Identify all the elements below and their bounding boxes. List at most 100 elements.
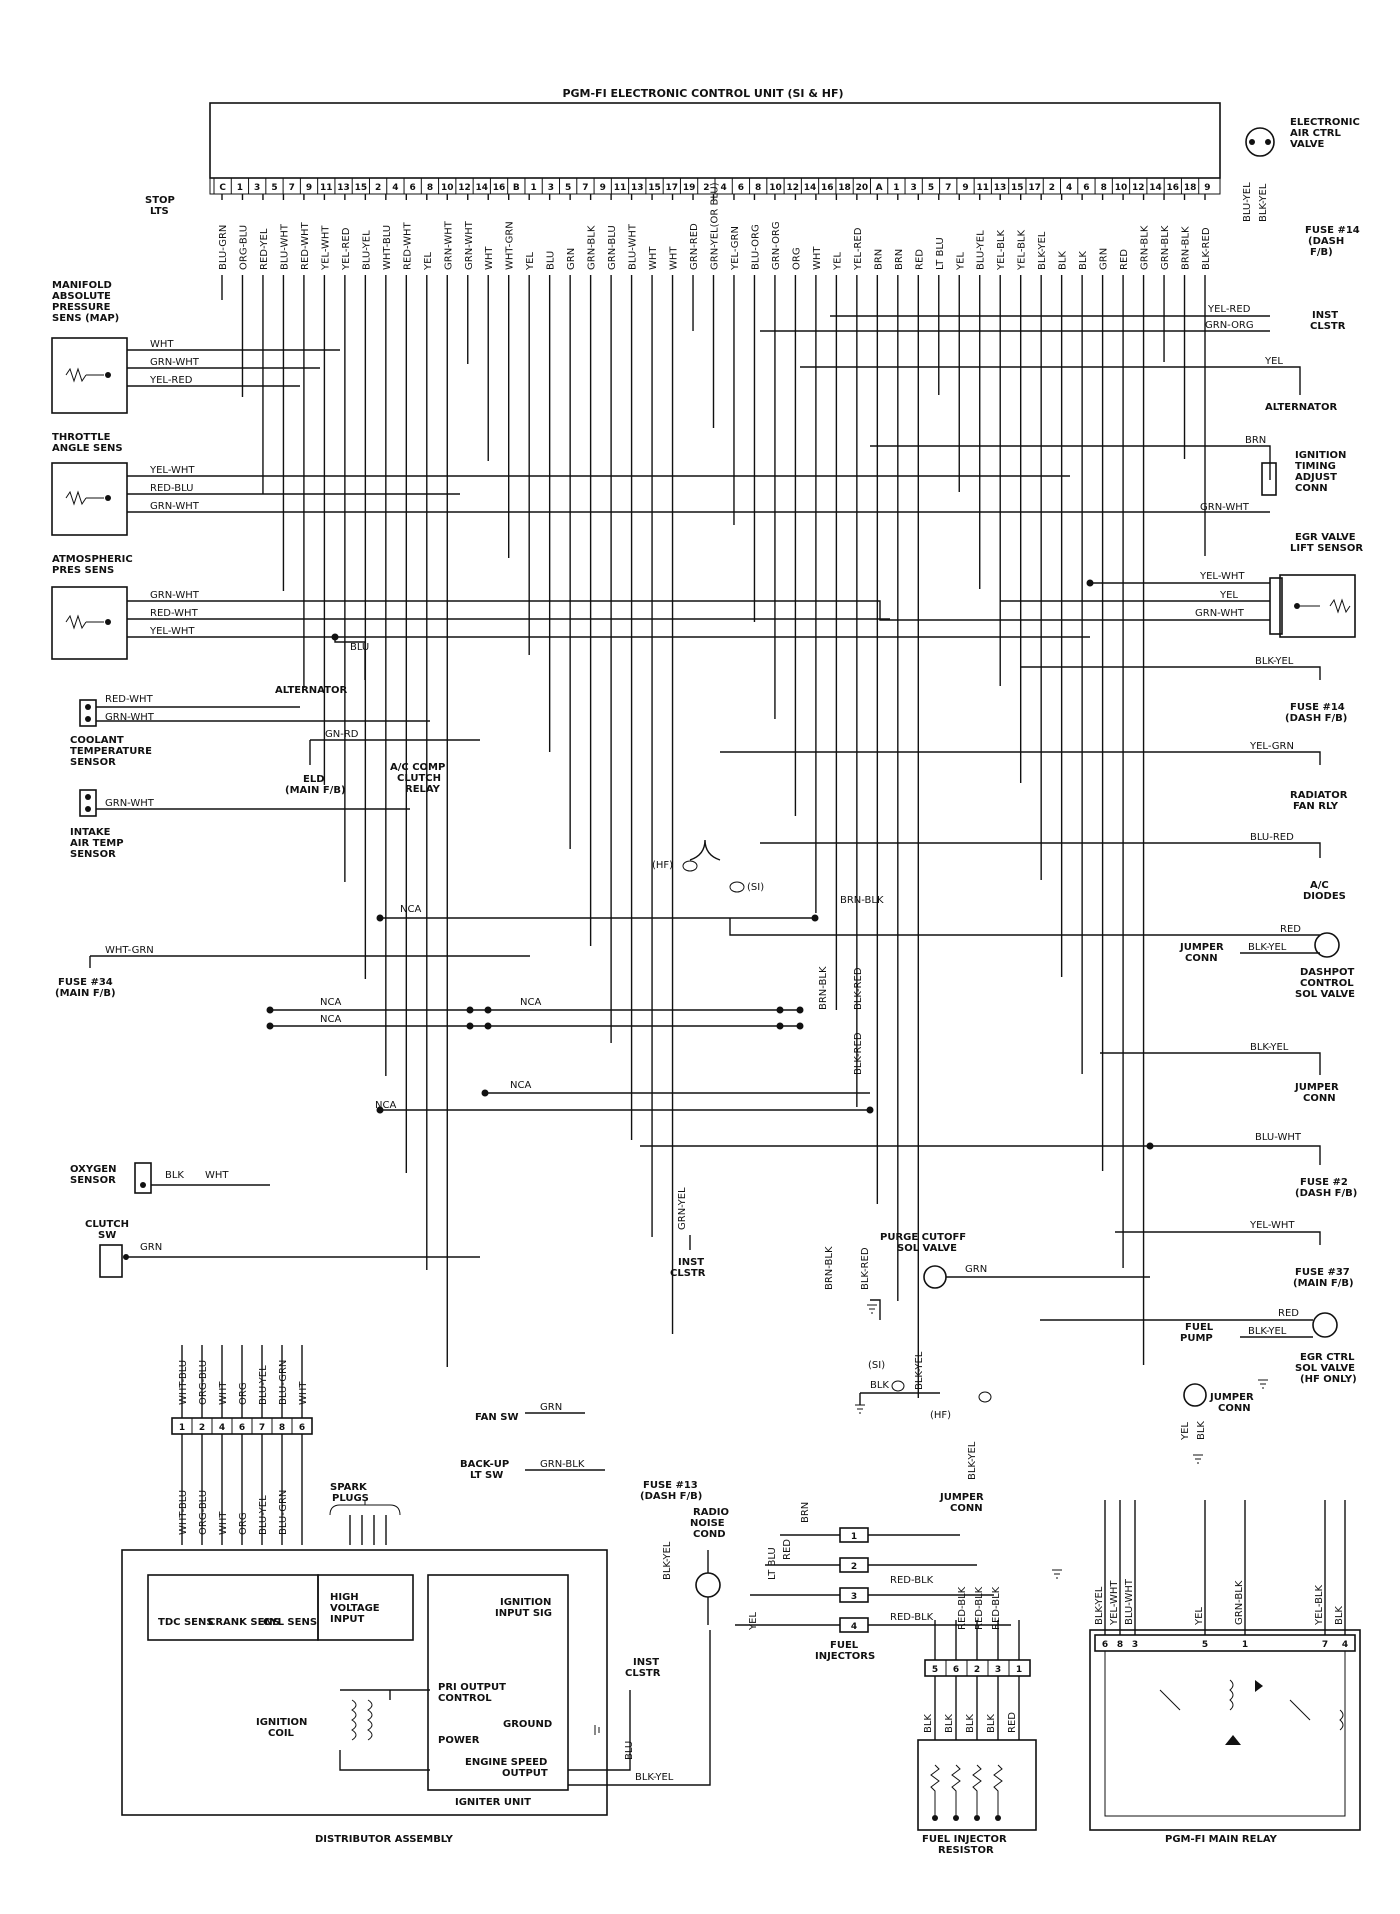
ecu-pin: 6 xyxy=(1083,183,1089,193)
ecu-wire-label: BLU-WHT xyxy=(279,223,290,270)
fuse37-wire-yel-wht: YEL-WHT xyxy=(1249,1220,1295,1231)
ign-timing-conn xyxy=(1261,462,1277,496)
ecu-wire-label: YEL xyxy=(525,252,536,271)
resistor-wire-label: BLK xyxy=(923,1714,934,1733)
ecu-pin: 11 xyxy=(320,183,333,193)
egr-wire-yel: YEL xyxy=(1219,590,1238,601)
cyl-sens-label: CYL SENS xyxy=(263,1617,317,1628)
egr-lift-sensor xyxy=(1269,574,1356,638)
ecu-pin: 14 xyxy=(804,183,817,193)
ecu-pin: 9 xyxy=(1204,183,1210,193)
sensor-block xyxy=(147,1574,319,1641)
intake-wire-grn-wht: GRN-WHT xyxy=(105,798,155,809)
igniter-unit xyxy=(427,1574,569,1791)
ecu-pin: 4 xyxy=(721,183,727,193)
ign-wire-grn-wht: GRN-WHT xyxy=(1200,502,1250,513)
ecu-wire-label: YEL-BLK xyxy=(996,229,1007,271)
relay-pin: 4 xyxy=(1342,1640,1348,1650)
ecu-wire-label: YEL-GRN xyxy=(730,226,741,271)
ecu-pin: 12 xyxy=(458,183,471,193)
ecu-pin: 7 xyxy=(945,183,951,193)
vert-blk-red-2: BLK-RED xyxy=(853,1032,864,1075)
high-voltage-block xyxy=(317,1574,414,1641)
ecu-wire-label: GRN-WHT xyxy=(443,220,454,270)
ecu-pin: 10 xyxy=(769,183,782,193)
ecu-pin: C xyxy=(219,183,226,193)
ecu-wire-label: BRN-BLK xyxy=(1181,226,1192,270)
dist-lower-wire-label: WHT xyxy=(218,1511,229,1535)
relay-pin: 1 xyxy=(1242,1640,1248,1650)
eld-label: ELD(MAIN F/B) xyxy=(285,774,346,796)
relay-pin: 5 xyxy=(1202,1640,1208,1650)
ecu-pin: 5 xyxy=(928,183,934,193)
igniter-label: IGNITER UNIT xyxy=(455,1797,531,1808)
egr-ctrl-wire-blk-yel: BLK-YEL xyxy=(1248,1326,1287,1337)
inj-wire-red-blk-2: RED-BLK xyxy=(890,1612,934,1623)
ecu-wire-label: ORG xyxy=(791,247,802,270)
atmo-wire-yel-wht: YEL-WHT xyxy=(149,626,195,637)
ecu-wire-label: RED xyxy=(1119,249,1130,270)
egr-wire-yel-wht: YEL-WHT xyxy=(1199,571,1245,582)
injector-number: 4 xyxy=(851,1622,857,1632)
fuse2-wire-blu-wht: BLU-WHT xyxy=(1255,1132,1302,1143)
dashpot-valve xyxy=(1314,932,1340,958)
inst-wire-grn-org: GRN-ORG xyxy=(1205,320,1254,331)
ecu-wire-label: YEL xyxy=(423,252,434,271)
inj-wire-red-blk-3: RED-BLK xyxy=(957,1586,968,1630)
egr-wire-grn-wht: GRN-WHT xyxy=(1195,608,1245,619)
distributor-label: DISTRIBUTOR ASSEMBLY xyxy=(315,1834,454,1845)
ecu-wire-label: BLU-YEL xyxy=(361,230,372,270)
relay-pin: 3 xyxy=(1132,1640,1138,1650)
ecu-wire-label: WHT xyxy=(812,246,823,270)
ecu-pin: 10 xyxy=(441,183,454,193)
pump-wire-blk: BLK xyxy=(1196,1421,1207,1440)
resistor-pin: 3 xyxy=(995,1665,1001,1675)
ecu-pin: 12 xyxy=(786,183,799,193)
dist-lower-wire-label: ORG xyxy=(238,1512,249,1535)
nca-label-6: NCA xyxy=(375,1100,396,1111)
ecu-pin: 5 xyxy=(271,183,277,193)
dist-pin: 6 xyxy=(299,1423,305,1433)
relay-wire-label: BLK-YEL xyxy=(1094,1586,1105,1625)
ecu-wire-label: GRN-ORG xyxy=(771,221,782,270)
relay-pin: 6 xyxy=(1102,1640,1108,1650)
ecu-pin: 13 xyxy=(994,183,1007,193)
ecu-title: PGM-FI ELECTRONIC CONTROL UNIT (SI & HF) xyxy=(562,87,843,100)
ecu-wire-label: YEL xyxy=(832,252,843,271)
tps-wire-grn-wht: GRN-WHT xyxy=(150,501,200,512)
ecu-wire-label: GRN-RED xyxy=(689,223,700,270)
injector-number: 2 xyxy=(851,1562,857,1572)
ecu-wire-label: BLU xyxy=(546,251,557,270)
ecu-wire-label: BLU-ORG xyxy=(750,224,761,270)
ecu-pin: 15 xyxy=(355,183,368,193)
ecu-pin: 14 xyxy=(1149,183,1162,193)
ecu-pin: 17 xyxy=(666,183,679,193)
ecu-pin: 9 xyxy=(306,183,312,193)
ecu-pin: 9 xyxy=(962,183,968,193)
ecu-pin: 3 xyxy=(254,183,260,193)
oxygen-wire-wht: WHT xyxy=(205,1170,229,1181)
ecu-block: PGM-FI ELECTRONIC CONTROL UNIT (SI & HF)… xyxy=(209,87,1221,271)
tps-wire-yel-wht: YEL-WHT xyxy=(149,465,195,476)
ecu-wire-label: WHT xyxy=(669,246,680,270)
ecu-wire-label: BRN xyxy=(873,249,884,270)
radio-wire-blk-yel: BLK-YEL xyxy=(662,1541,673,1580)
inj-wire-lt-blu: LT BLU xyxy=(767,1547,778,1580)
